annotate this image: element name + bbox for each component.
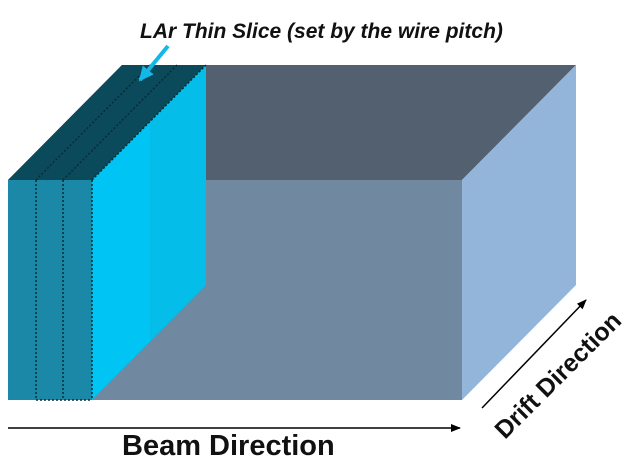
drift-direction-arrow <box>481 299 587 409</box>
slice-pointer-arrow <box>138 44 170 82</box>
box-right-face <box>462 65 576 400</box>
slices-top-face <box>8 65 206 180</box>
slices-front-face <box>8 180 92 400</box>
slice-label: LAr Thin Slice (set by the wire pitch) <box>140 20 503 43</box>
beam-direction-label: Beam Direction <box>122 430 335 462</box>
thin-slices <box>8 64 207 401</box>
slice-top-divider-1 <box>35 64 151 181</box>
slice-top-divider-3 <box>91 64 207 181</box>
highlighted-slice-inner <box>150 65 206 342</box>
slice-top-divider-2 <box>62 64 178 181</box>
